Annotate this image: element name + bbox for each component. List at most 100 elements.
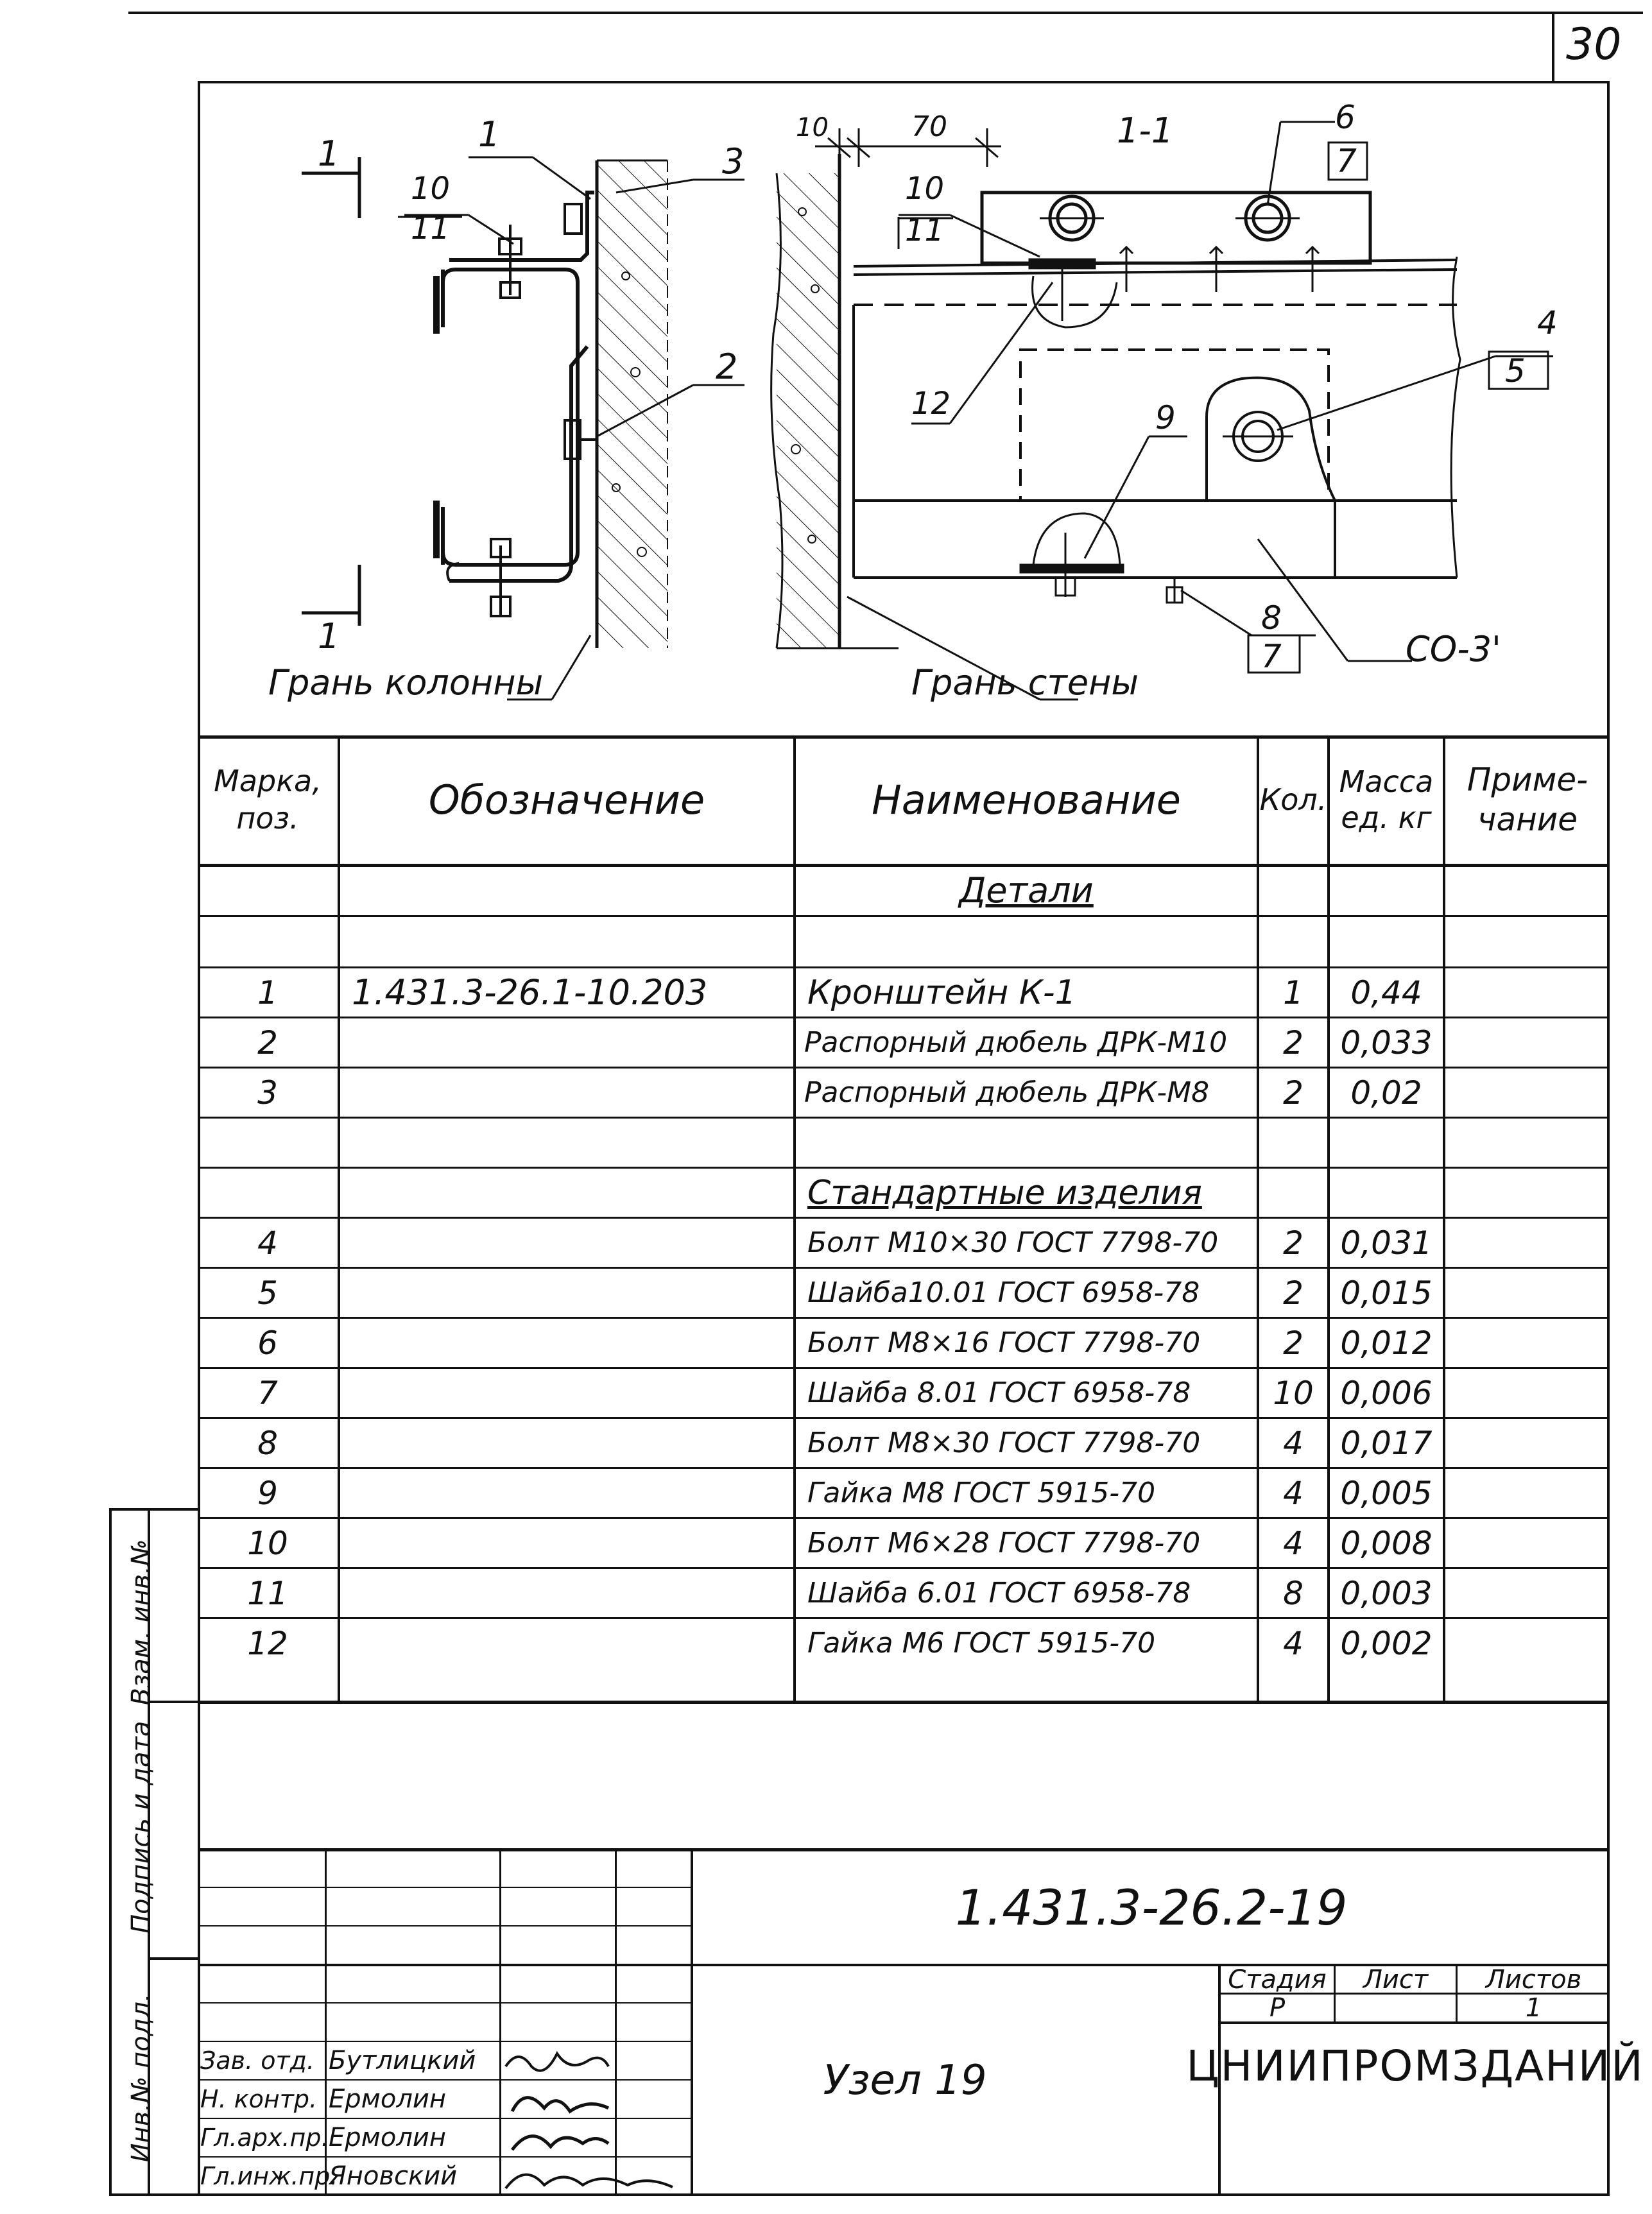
side-stamp-sep	[148, 1957, 199, 1960]
std-qty: 8	[1283, 1574, 1304, 1612]
tb-role: Н. контр.	[200, 2085, 318, 2113]
table-row-line	[198, 1217, 1610, 1219]
plate-co3	[1019, 348, 1336, 578]
std-name: Шайба10.01 ГОСТ 6958-78	[807, 1276, 1200, 1309]
label-pos-3: 3	[722, 141, 744, 182]
tb-col-line	[691, 1848, 693, 2195]
label-boxes	[398, 141, 1549, 674]
top-border-line	[128, 12, 1643, 14]
table-row-line	[198, 1467, 1610, 1469]
table-row-line	[198, 1367, 1610, 1369]
tb-row-line	[198, 1925, 692, 1927]
table-col-line	[338, 735, 340, 1702]
table-row-line	[198, 1517, 1610, 1519]
section-standard: Стандартные изделия	[807, 1173, 1202, 1212]
node-drawing: 1 1 1 3 10 11 2 Грань колонны 10 70 1-1 …	[268, 99, 1558, 703]
std-pos: 7	[257, 1374, 278, 1412]
label-pos-4: 4	[1537, 304, 1558, 341]
table-row-line	[198, 1017, 1610, 1018]
detail-pos: 2	[257, 1024, 278, 1061]
std-name: Гайка М6 ГОСТ 5915-70	[807, 1627, 1156, 1660]
tb-role: Гл.арх.пр.	[200, 2124, 329, 2152]
small-bolts-top	[1031, 245, 1320, 329]
table-row-line	[198, 1567, 1610, 1569]
label-section-1-1: 1-1	[1117, 110, 1173, 151]
tb-row-line	[198, 2002, 692, 2004]
bracket-k1	[446, 191, 594, 583]
label-pos-1: 1	[478, 114, 500, 155]
tb-col-line	[615, 1848, 617, 2195]
right-leaders	[783, 121, 1553, 701]
std-mass: 0,005	[1340, 1474, 1433, 1512]
detail-designation: 1.431.3-26.1-10.203	[352, 972, 708, 1013]
std-qty: 4	[1283, 1624, 1304, 1662]
label-section-bottom: 1	[318, 616, 340, 656]
table-row-line	[198, 1617, 1610, 1619]
spec-table: Марка, поз. Обозначение Наименование Кол…	[198, 735, 1610, 1704]
left-bolts	[490, 203, 597, 617]
label-pos-12: 12	[911, 386, 951, 422]
std-name: Шайба 6.01 ГОСТ 6958-78	[807, 1577, 1191, 1609]
table-col-line	[1327, 735, 1330, 1702]
table-row-line	[198, 1417, 1610, 1419]
label-co3: CO-3'	[1406, 629, 1501, 669]
section-details: Детали	[959, 870, 1094, 911]
tb-sheet-label: Лист	[1363, 1964, 1429, 1995]
signature-scribbles	[504, 2051, 673, 2190]
std-mass: 0,031	[1340, 1224, 1433, 1262]
side-stamp: Взам. инв.№ Подпись и дата Инв.№ подл.	[109, 1508, 199, 2196]
std-name: Гайка М8 ГОСТ 5915-70	[807, 1477, 1156, 1509]
table-row-line	[198, 966, 1610, 968]
caption-column-face: Грань колонны	[268, 662, 543, 703]
tb-title: Узел 19	[823, 2057, 987, 2104]
tb-row-line	[1218, 2021, 1610, 2024]
header-qty: Кол.	[1259, 782, 1327, 817]
side-signature-date: Подпись и дата	[126, 1721, 156, 1934]
detail-name: Кронштейн К-1	[807, 973, 1076, 1012]
table-row-line	[198, 1117, 1610, 1119]
std-qty: 4	[1283, 1424, 1304, 1462]
detail-mass: 0,44	[1350, 974, 1422, 1011]
detail-qty: 1	[1283, 974, 1304, 1011]
header-name: Наименование	[872, 776, 1181, 823]
header-note: Приме- чание	[1467, 761, 1588, 838]
table-row-line	[198, 1701, 1610, 1704]
tb-col-line	[325, 1848, 327, 2195]
std-pos: 10	[247, 1524, 288, 1562]
side-stamp-inner-line	[148, 1508, 150, 2196]
tb-row-line	[1218, 1993, 1610, 1995]
std-qty: 10	[1273, 1374, 1314, 1412]
std-name: Болт М10×30 ГОСТ 7798-70	[807, 1226, 1219, 1259]
table-row-line	[198, 1317, 1610, 1319]
label-pos-10-right: 10	[905, 171, 944, 207]
detail-pos: 1	[257, 974, 278, 1011]
std-pos: 8	[257, 1424, 278, 1462]
label-pos-7a: 7	[1336, 142, 1357, 180]
tb-middle-line	[198, 1964, 1610, 1966]
std-name: Болт М8×16 ГОСТ 7798-70	[807, 1326, 1201, 1359]
tb-sheets-label: Листов	[1485, 1964, 1582, 1995]
label-section-top: 1	[318, 133, 340, 174]
tb-doc-code: 1.431.3-26.2-19	[955, 1879, 1348, 1936]
bracket-plate-section	[980, 191, 1372, 270]
tb-organization: ЦНИИПРОМЗДАНИЙ	[1186, 2041, 1644, 2091]
tb-row-line	[198, 1887, 692, 1888]
tb-row-line	[198, 2041, 692, 2042]
std-pos: 11	[247, 1574, 288, 1612]
tb-top-line	[198, 1848, 1610, 1851]
detail-mass: 0,033	[1340, 1024, 1433, 1061]
std-mass: 0,003	[1340, 1574, 1433, 1612]
std-name: Болт М8×30 ГОСТ 7798-70	[807, 1427, 1201, 1459]
header-mark: Марка, поз.	[214, 764, 322, 836]
header-designation: Обозначение	[428, 776, 705, 823]
side-replaced-inv: Взам. инв.№	[126, 1539, 156, 1706]
detail-qty: 2	[1283, 1024, 1304, 1061]
std-pos: 9	[257, 1474, 278, 1512]
std-name: Болт М6×28 ГОСТ 7798-70	[807, 1527, 1201, 1559]
label-pos-2: 2	[716, 347, 737, 387]
side-stamp-sep	[148, 1701, 199, 1703]
table-col-line	[1443, 735, 1445, 1702]
table-header-bottom	[198, 864, 1610, 867]
label-pos-9: 9	[1155, 399, 1176, 436]
std-mass: 0,012	[1340, 1324, 1433, 1362]
